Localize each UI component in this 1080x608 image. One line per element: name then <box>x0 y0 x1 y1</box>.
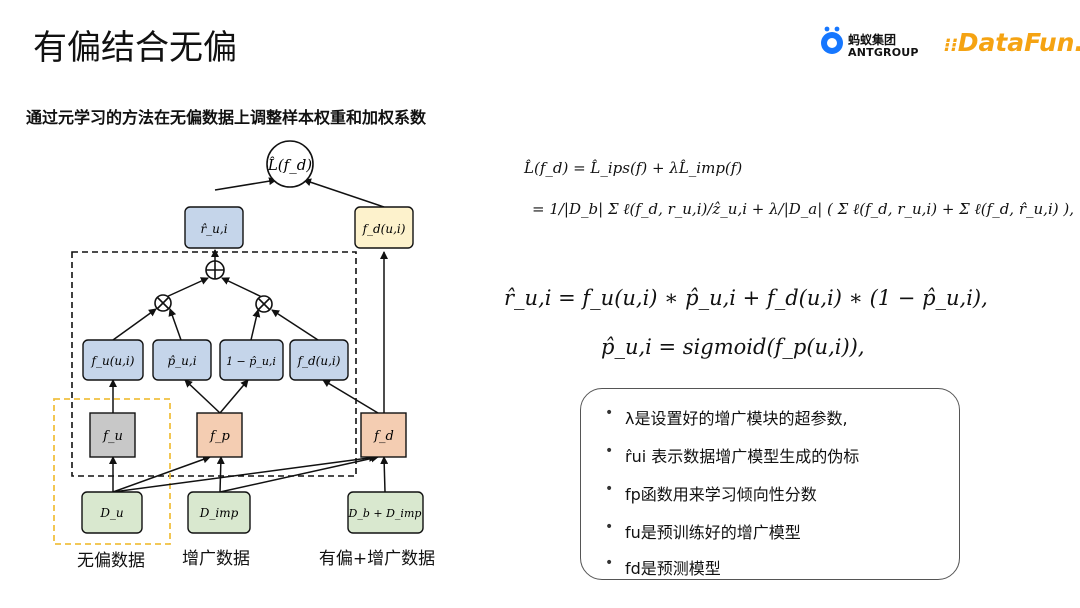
datafun-logo-text: DataFun. <box>957 28 1080 57</box>
fu-output-node <box>82 339 144 381</box>
du-data-label: D_u <box>99 506 123 520</box>
ant-logo-en: ANTGROUP <box>848 46 919 59</box>
dimp-data-box <box>187 491 251 534</box>
note-item: λ是设置好的增广模块的超参数, <box>605 405 848 429</box>
page-title: 有偏结合无偏 <box>33 28 237 68</box>
fu-output-label: f_u(u,i) <box>91 354 135 368</box>
note-item: fu是预训练好的增广模型 <box>605 519 801 543</box>
datafun-logo: ⁝⁝DataFun. <box>944 28 1080 57</box>
r-hat-label: r̂_u,i <box>200 222 227 236</box>
ant-logo-cn: 蚂蚁集团 <box>848 33 897 47</box>
fd-model-box <box>360 412 407 458</box>
fu-model-box <box>89 412 136 458</box>
label-biased-augmented-data: 有偏+增广数据 <box>319 549 435 569</box>
loss-node-label: L̂(f_d) <box>267 156 312 174</box>
datafun-dots-icon: ⁝⁝ <box>944 35 958 56</box>
equation-r-hat: r̂_u,i = f_u(u,i) ∗ p̂_u,i + f_d(u,i) ∗ … <box>504 286 988 310</box>
p-hat-label: p̂_u,i <box>167 354 196 368</box>
db-dimp-data-label: D_b + D_imp <box>348 507 422 520</box>
meta-learning-diagram: L̂(f_d) r̂_u,i f_d(u,i) f_u(u,i) p̂_u,i … <box>53 140 435 571</box>
one-minus-p-label: 1 − p̂_u,i <box>226 355 276 368</box>
fp-model-label: f_p <box>209 429 230 444</box>
one-minus-p-node <box>219 339 284 381</box>
note-item: fd是预测模型 <box>605 555 721 579</box>
fd-output-node-2 <box>289 339 349 381</box>
ant-icon <box>821 26 843 54</box>
p-hat-node <box>152 339 212 381</box>
label-augmented-data: 增广数据 <box>182 549 250 569</box>
du-data-box <box>81 491 143 534</box>
page-subtitle: 通过元学习的方法在无偏数据上调整样本权重和加权系数 <box>26 108 427 127</box>
note-item: r̂ui 表示数据增广模型生成的伪标 <box>605 443 859 467</box>
equation-p-hat: p̂_u,i = sigmoid(f_p(u,i)), <box>601 335 865 359</box>
fd-output-label: f_d(u,i) <box>362 222 406 236</box>
notes-panel: λ是设置好的增广模块的超参数, r̂ui 表示数据增广模型生成的伪标 fp函数用… <box>580 388 960 580</box>
equation-loss: L̂(f_d) = L̂_ips(f) + λL̂_imp(f) <box>524 159 743 177</box>
fu-model-label: f_u <box>102 429 123 444</box>
fp-model-box <box>196 412 243 458</box>
fd-output-label-2: f_d(u,i) <box>297 354 341 368</box>
fd-output-node <box>354 206 414 249</box>
r-hat-node <box>184 206 244 249</box>
dimp-data-label: D_imp <box>199 506 239 520</box>
ant-group-logo: 蚂蚁集团 ANTGROUP <box>818 24 922 64</box>
db-dimp-data-box <box>347 491 424 534</box>
label-unbiased-data: 无偏数据 <box>77 551 145 571</box>
fd-model-label: f_d <box>373 429 394 444</box>
equation-loss-expansion: = 1/|D_b| Σ ℓ(f_d, r_u,i)/ẑ_u,i + λ/|D_a… <box>532 200 1074 218</box>
loss-node <box>266 140 314 188</box>
note-item: fp函数用来学习倾向性分数 <box>605 481 817 505</box>
